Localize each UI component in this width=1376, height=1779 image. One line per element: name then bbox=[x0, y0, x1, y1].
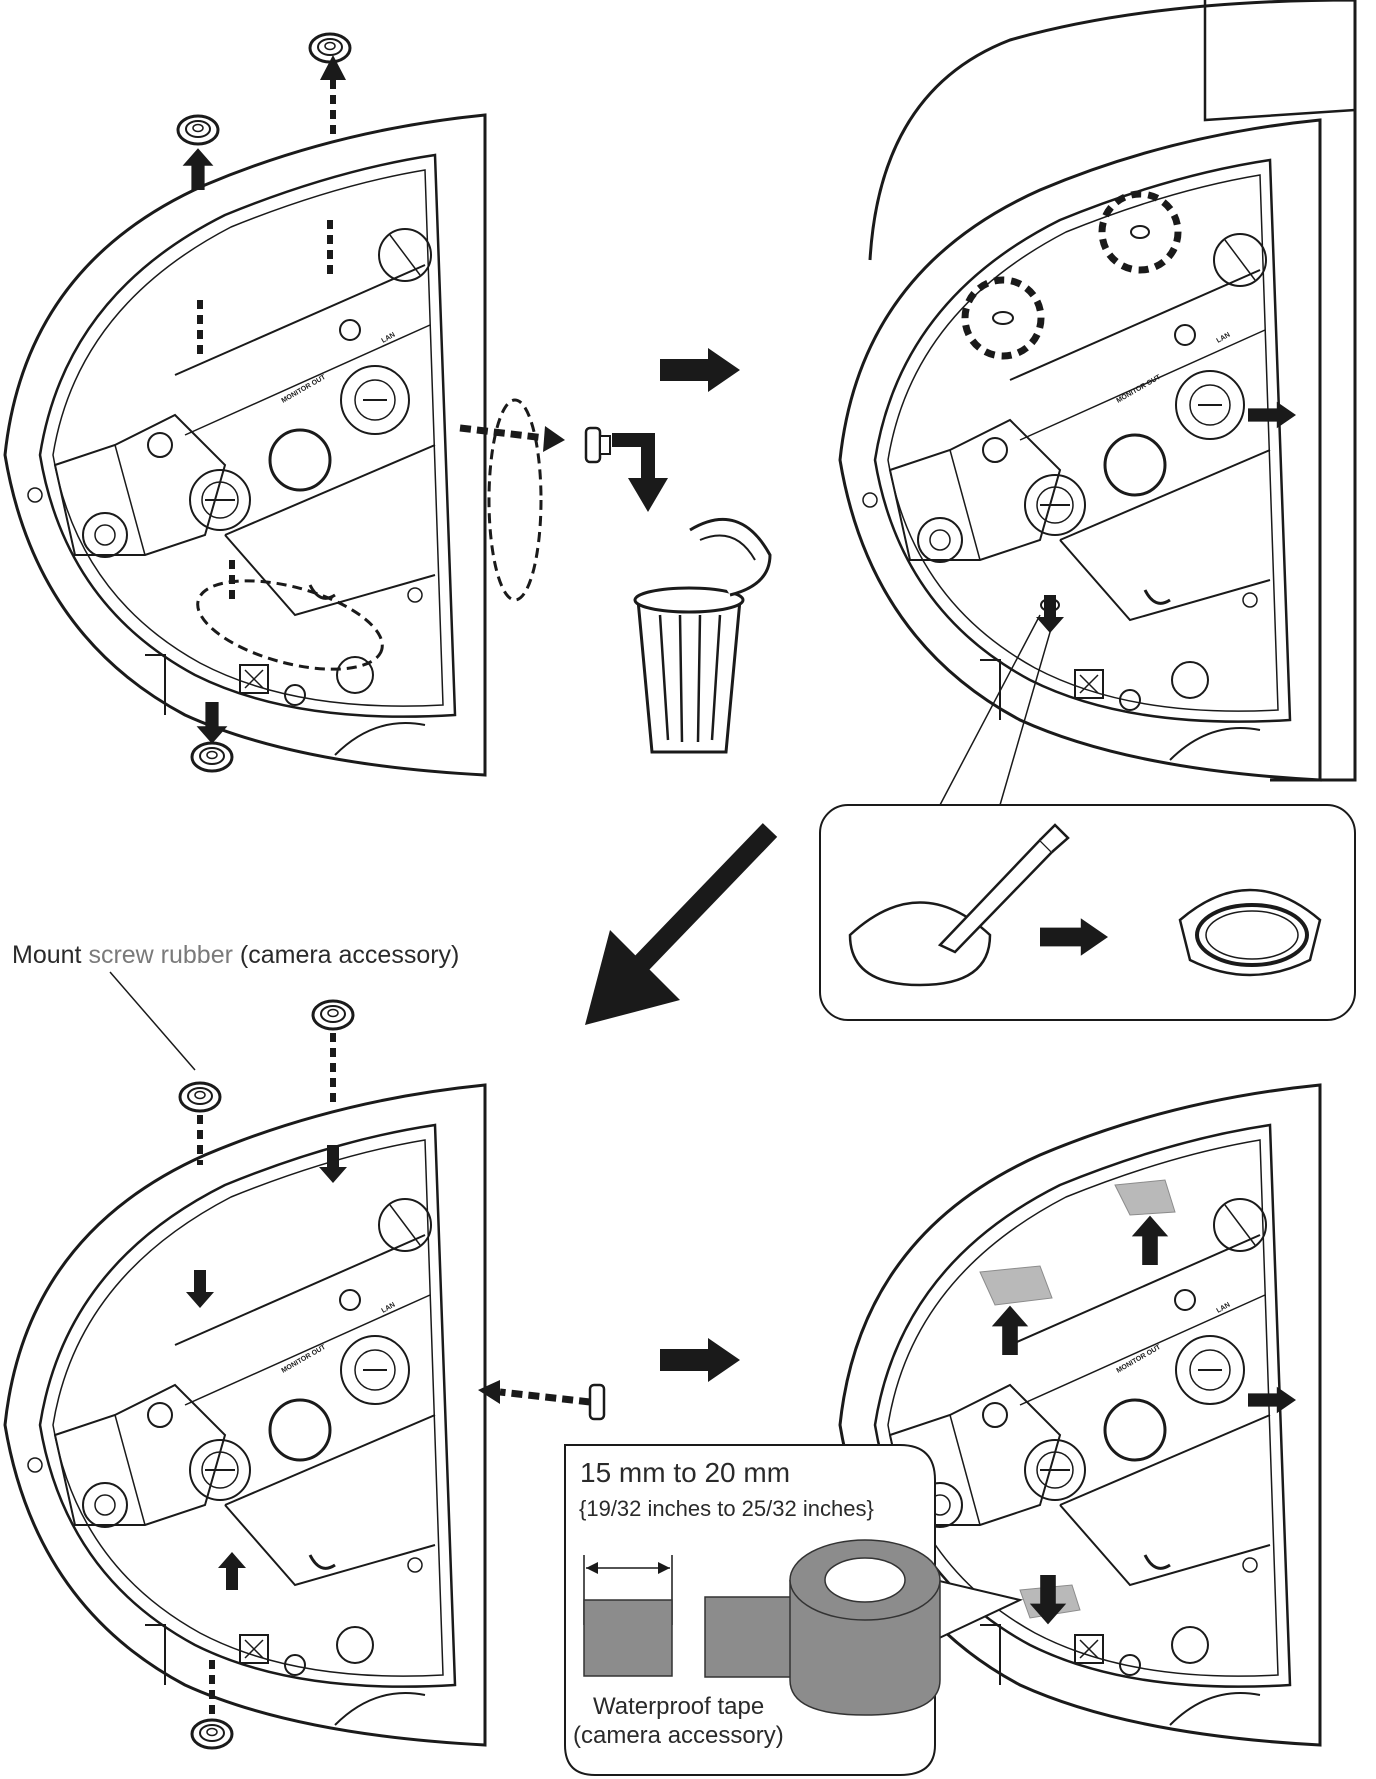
tape-width-mm-label: 15 mm to 20 mm bbox=[580, 1457, 791, 1488]
panel-apply-waterproof-tape bbox=[838, 1083, 1322, 1747]
callout-waterproof-tape bbox=[564, 1444, 1024, 1776]
highlight-ellipse bbox=[196, 579, 384, 671]
lan-marking: LAN bbox=[381, 331, 397, 344]
label-part: Mount bbox=[12, 941, 89, 969]
tape-width-inches-label: {19/32 inches to 25/32 inches} bbox=[579, 1496, 874, 1521]
down-arrow-icon bbox=[628, 478, 668, 512]
highlight-ellipse bbox=[487, 398, 543, 602]
lan-marking: LAN bbox=[1216, 331, 1232, 344]
mount-screw-rubber-label: Mount screw rubber (camera accessory) bbox=[12, 941, 459, 970]
plug-icon bbox=[588, 1383, 606, 1421]
leader-line bbox=[109, 971, 196, 1071]
waterproof-tape-accessory-label: (camera accessory) bbox=[573, 1722, 784, 1749]
monitor-out-marking: MONITOR OUT bbox=[281, 373, 328, 404]
label-part: (camera accessory) bbox=[232, 941, 460, 969]
step-arrow-diagonal-icon bbox=[585, 823, 778, 1025]
lan-marking: LAN bbox=[381, 1301, 397, 1314]
label-part: screw rubber bbox=[88, 941, 233, 969]
highlight-circle bbox=[961, 276, 1045, 360]
left-arrow-icon bbox=[478, 1380, 500, 1404]
panel-housing-after-removal bbox=[838, 0, 1357, 806]
monitor-out-marking: MONITOR OUT bbox=[1116, 373, 1163, 404]
tape-strip bbox=[583, 1599, 673, 1677]
monitor-out-marking: MONITOR OUT bbox=[1116, 1343, 1163, 1374]
monitor-out-marking: MONITOR OUT bbox=[281, 1343, 328, 1374]
up-arrow-icon bbox=[320, 55, 346, 80]
tape-patch bbox=[1114, 1179, 1176, 1216]
panel-attach-rubber bbox=[3, 971, 606, 1750]
panel-remove-grommets bbox=[3, 32, 772, 777]
lan-marking: LAN bbox=[1216, 1301, 1232, 1314]
plug-icon bbox=[584, 426, 611, 464]
tape-roll-icon bbox=[704, 1539, 941, 1716]
waterproof-tape-label: Waterproof tape bbox=[593, 1693, 765, 1720]
trash-bin-icon bbox=[633, 517, 772, 754]
pen-icon bbox=[937, 823, 1070, 954]
highlight-circle bbox=[1098, 190, 1182, 274]
tape-patch bbox=[979, 1265, 1053, 1306]
callout-mark-with-pen bbox=[819, 804, 1356, 1021]
